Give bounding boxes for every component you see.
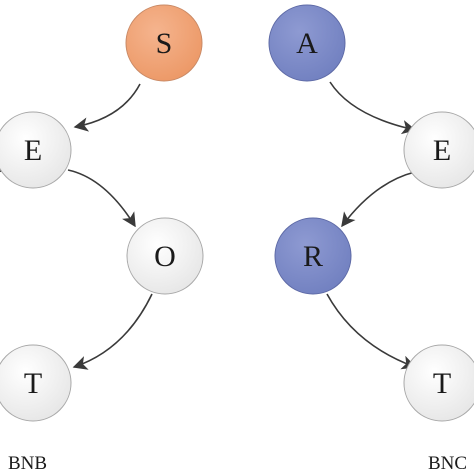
node-label: E <box>24 134 42 167</box>
node-label: R <box>303 240 323 273</box>
node-label: E <box>433 134 451 167</box>
node-a: A <box>268 4 346 82</box>
edge-r-to-t <box>326 293 417 370</box>
node-t: T <box>0 344 72 422</box>
node-e: E <box>0 111 72 189</box>
node-o: O <box>126 217 204 295</box>
network-bnc: A E R T BNC <box>268 4 474 474</box>
edge-s-to-e <box>73 83 141 132</box>
node-t: T <box>403 344 474 422</box>
node-label: T <box>433 367 451 400</box>
node-e: E <box>403 111 474 189</box>
edge-e-to-r <box>341 171 416 228</box>
node-label: O <box>154 240 176 273</box>
edge-a-to-e <box>329 81 417 135</box>
edge-o-to-t <box>72 293 153 370</box>
node-label: S <box>156 27 173 60</box>
node-label: A <box>296 27 318 60</box>
network-bnb: S E O T BNB <box>0 4 204 474</box>
caption-bnb: BNB <box>8 453 47 474</box>
node-r: R <box>274 217 352 295</box>
caption-bnc: BNC <box>428 453 467 474</box>
node-label: T <box>24 367 42 400</box>
edge-e-to-o <box>67 169 136 228</box>
node-s: S <box>125 4 203 82</box>
